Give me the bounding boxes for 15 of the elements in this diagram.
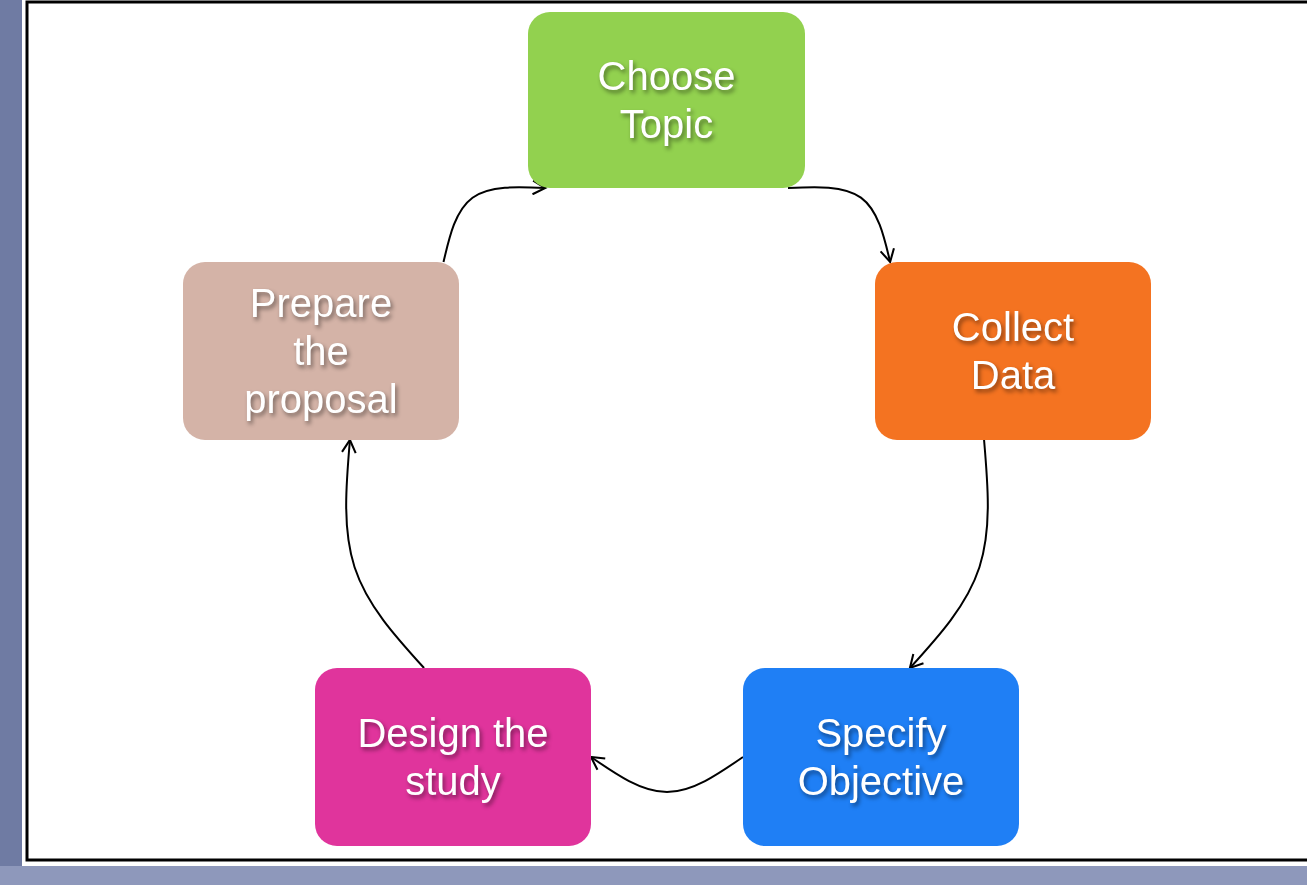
process-box bbox=[743, 668, 1019, 846]
arrow bbox=[908, 439, 989, 670]
process-box bbox=[183, 262, 459, 440]
node-label: Specify Objective bbox=[796, 710, 966, 805]
arrow bbox=[787, 186, 895, 264]
process-box bbox=[528, 12, 805, 188]
node-label: Choose Topic bbox=[596, 53, 737, 148]
node-label: Collect Data bbox=[950, 304, 1076, 399]
process-box bbox=[875, 262, 1151, 440]
arrow bbox=[341, 438, 426, 669]
arrow bbox=[442, 179, 547, 263]
process-box bbox=[315, 668, 591, 846]
node-label: Design the study bbox=[356, 710, 550, 805]
node-label: Prepare the proposal bbox=[243, 280, 399, 423]
arrow bbox=[589, 755, 744, 793]
